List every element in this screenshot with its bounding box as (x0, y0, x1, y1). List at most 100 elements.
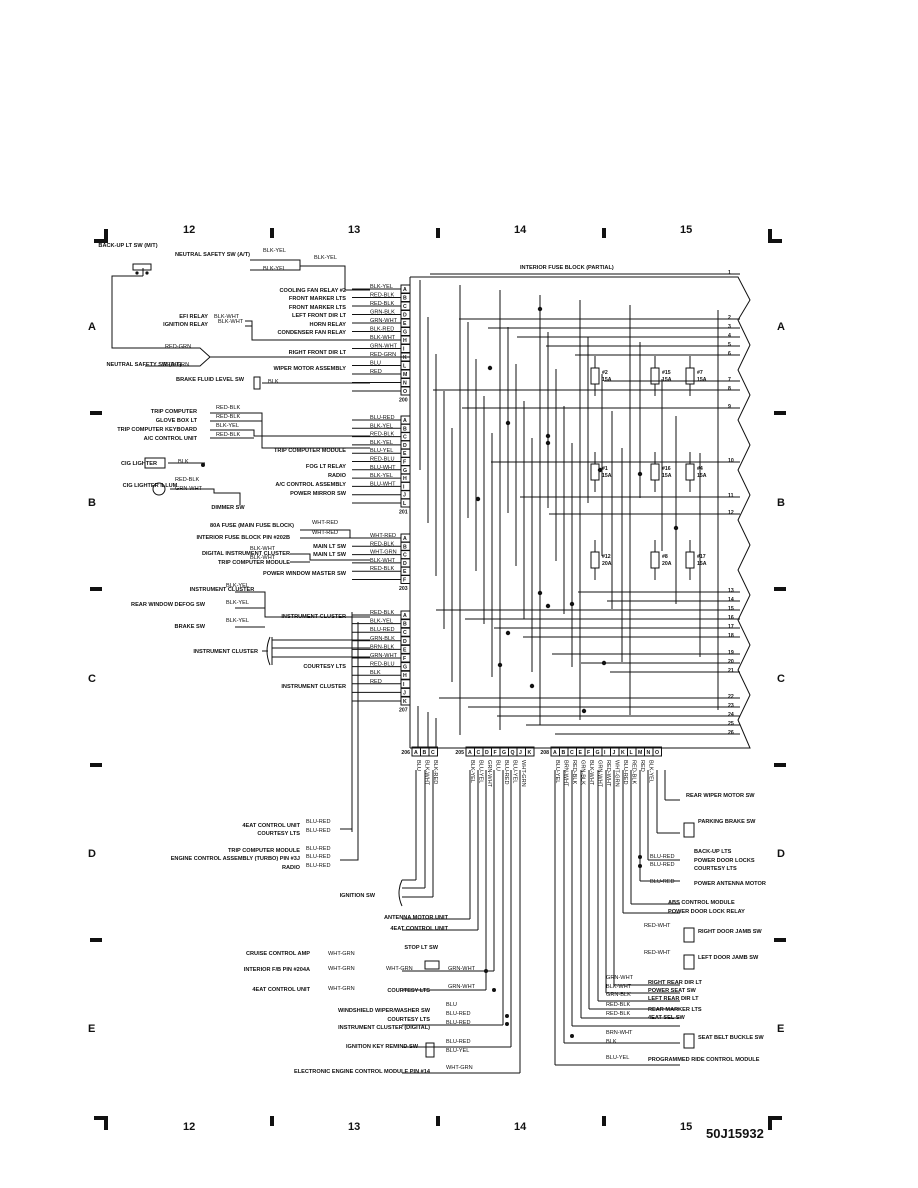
grid-row-label: A (777, 321, 785, 333)
wire-color: RED-BLK (370, 566, 395, 572)
pin-letter: A (403, 613, 407, 619)
connector-id: 208 (540, 750, 549, 756)
wire-color: RED-BLK (216, 414, 241, 420)
component-label: TRIP COMPUTER (151, 409, 197, 415)
pin-letter: A (403, 287, 407, 293)
pin-letter: O (403, 389, 407, 395)
grid-col-label: 15 (680, 224, 692, 236)
wire-color: WHT-RED (312, 520, 338, 526)
wire-color: BLK-WHT (606, 984, 632, 990)
fuse-rating: 15A (697, 561, 707, 567)
component-label: POWER DOOR LOCKS (694, 858, 755, 864)
circuit-number: 20 (728, 659, 734, 665)
wire-color: BLK-WHT (214, 314, 240, 320)
component-label: A/C CONTROL UNIT (144, 436, 198, 442)
circuit-number: 21 (728, 668, 734, 674)
pin-letter: I (403, 682, 405, 688)
pin-letter: H (403, 476, 407, 482)
pin-letter: J (519, 750, 522, 756)
wire-color: GRN-BLK (370, 310, 395, 316)
component-label: COURTESY LTS (303, 664, 346, 670)
pin-letter: F (494, 750, 497, 756)
component-label: 80A FUSE (MAIN FUSE BLOCK) (210, 523, 294, 529)
component-label: COURTESY LTS (387, 1017, 430, 1023)
wire-color: BRN-WHT (606, 1030, 633, 1036)
connector-id: 206 (401, 750, 410, 756)
fuse-rating: 15A (602, 473, 612, 479)
fuse-icon (590, 367, 600, 385)
wire-color: BLK-YEL (216, 423, 239, 429)
wire-color: BLU (370, 361, 381, 367)
component-label: CIG LIGHTER (121, 461, 157, 467)
pin-letter: E (579, 750, 583, 756)
pin-letter: K (621, 750, 625, 756)
wire-color: BLK (178, 459, 189, 465)
wire-color: BLK-WHT (370, 335, 396, 341)
connector-200: ABCDEGHIKLMNOBLK-YELRED-BLKRED-BLKGRN-BL… (273, 284, 411, 404)
grid-row-label: D (777, 848, 785, 860)
circuit-numbers: 1234567891011121314151617181920212223242… (728, 270, 734, 736)
component-label: A/C CONTROL ASSEMBLY (275, 482, 346, 488)
fuse-id: #12 (602, 554, 611, 560)
circuit-number: 13 (728, 588, 734, 594)
wire-color: BRN-WHT (563, 760, 569, 787)
grid-row-label: A (88, 321, 96, 333)
connector-pin (652, 746, 662, 757)
switch-symbols (132, 263, 695, 1058)
component-label: NEUTRAL SAFETY SW (A/T) (175, 252, 250, 258)
component-label: WINDSHIELD WIPER/WASHER SW (338, 1008, 431, 1014)
component-label: RIGHT REAR DIR LT (648, 980, 703, 986)
connector-id: 205 (455, 750, 464, 756)
wire-color: BLU-YEL (512, 760, 518, 783)
circuit-number: 18 (728, 633, 734, 639)
circuit-number: 8 (728, 386, 731, 392)
component-label: SEAT BELT BUCKLE SW (698, 1035, 764, 1041)
pin-letter: C (403, 435, 407, 441)
wire-color: BLK-YEL (226, 583, 249, 589)
component-label: TRIP COMPUTER MODULE (274, 448, 346, 454)
cig-lighter-icon (144, 457, 166, 469)
wire-color: RED (639, 760, 645, 772)
wire-color: RED-BLK (216, 405, 241, 411)
pin-letter: I (403, 347, 405, 353)
fuse-block: INTERIOR FUSE BLOCK (PARTIAL) 1234567891… (409, 265, 751, 749)
wire-color: BLK-WHT (424, 760, 430, 786)
wire-color: RED-GRN (165, 344, 191, 350)
wire-color: BLK-RED (370, 327, 394, 333)
wire-color: BLK-YEL (469, 760, 475, 783)
pin-letter: G (502, 750, 506, 756)
wire-color: GRN-WHT (448, 984, 476, 990)
wire-color: WHT-GRN (520, 760, 526, 787)
pin-letter: B (403, 544, 407, 550)
wire-color: BLU-RED (446, 1020, 471, 1026)
seat-belt-switch-icon (683, 1033, 695, 1049)
component-label: IGNITION SW (340, 893, 376, 899)
wire-color: RED-GRN (163, 362, 189, 368)
pin-letter: C (477, 750, 481, 756)
component-label: DIGITAL INSTRUMENT CLUSTER (202, 551, 290, 557)
wire-color: BLK-YEL (370, 423, 393, 429)
wire-color: WHT-GRN (386, 966, 413, 972)
parking-brake-switch-icon (683, 822, 695, 838)
pin-letter: F (403, 578, 406, 584)
wire-color: RED-BLK (606, 1002, 631, 1008)
fuse-icon (650, 367, 660, 385)
pin-letter: K (528, 750, 532, 756)
circuit-number: 9 (728, 404, 731, 410)
wire-color: BLK-WHT (250, 546, 276, 552)
pin-letter: J (403, 493, 406, 499)
left-wiring (111, 259, 410, 665)
wire-color: BLU-RED (650, 854, 675, 860)
component-label: COURTESY LTS (257, 831, 300, 837)
connector-207: ABCDEFGHIJKRED-BLKBLK-YELBLU-REDGRN-BLKB… (281, 610, 411, 714)
pin-letter: B (403, 622, 407, 628)
circuit-number: 14 (728, 597, 734, 603)
pin-letter: A (403, 536, 407, 542)
wire-color: BLU (415, 760, 421, 771)
wire-color: WHT-GRN (328, 951, 355, 957)
fuse-rating: 15A (697, 473, 707, 479)
wire-color: BLU-RED (650, 862, 675, 868)
component-label: INSTRUMENT CLUSTER (DIGITAL) (338, 1025, 430, 1031)
